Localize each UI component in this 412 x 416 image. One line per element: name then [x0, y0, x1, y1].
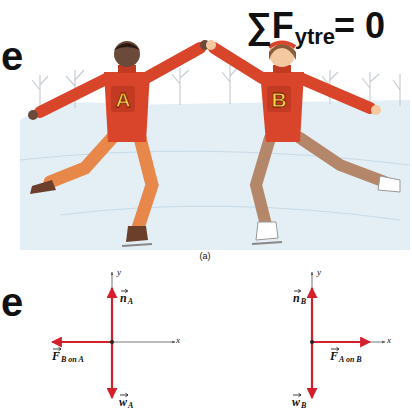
trees	[172, 68, 189, 105]
trees	[393, 74, 400, 106]
skater-b	[256, 222, 278, 240]
free-body-diagram-a	[111, 288, 113, 342]
skater-b	[300, 138, 385, 182]
free-body-diagram-a	[111, 342, 113, 398]
vector-subscript: B	[301, 298, 306, 306]
vector-subscript: A	[128, 402, 133, 410]
vector-label: w	[119, 396, 127, 408]
skater-a	[146, 48, 200, 78]
axis-label: x	[387, 336, 391, 345]
free-body-diagram-a	[112, 272, 113, 342]
skater-b	[256, 138, 270, 225]
skater-a	[122, 244, 152, 246]
equation: = 0	[334, 8, 385, 44]
vector-subscript: A	[128, 298, 133, 306]
cropped-letter: e	[1, 282, 23, 322]
skater-b	[206, 40, 400, 244]
trees	[222, 65, 239, 104]
free-body-diagram-b	[310, 340, 314, 344]
vector-subscript: B on A	[61, 356, 84, 364]
skater-b	[252, 242, 282, 244]
free-body-diagram-b	[312, 341, 370, 343]
skater-b	[206, 40, 216, 50]
vector-subscript: B	[301, 402, 306, 410]
axis-label: y	[317, 268, 321, 277]
vector-label: F	[52, 350, 60, 362]
skater-a	[138, 138, 152, 228]
vector-subscript: A on B	[339, 356, 362, 364]
ice-scene	[20, 100, 410, 250]
skater-a	[30, 180, 56, 194]
skater-a	[50, 138, 112, 182]
free-body-diagram-b	[312, 342, 385, 343]
figure-label: (a)	[200, 252, 211, 261]
skater-a	[114, 41, 140, 67]
equation: ∑F	[246, 8, 294, 44]
sweater-letter: B	[271, 89, 286, 110]
vector-label: n	[120, 292, 127, 304]
letter-patches	[267, 86, 291, 112]
cropped-letter: e	[1, 36, 23, 76]
free-body-diagram-b	[311, 342, 313, 398]
free-body-diagram-a	[52, 341, 112, 343]
vector-label: n	[293, 292, 300, 304]
skater-a	[126, 226, 148, 242]
skater-b	[214, 48, 262, 78]
free-body-diagram-a	[112, 342, 175, 343]
letter-patches	[111, 86, 135, 112]
skater-b	[269, 41, 295, 67]
skater-a	[104, 72, 150, 142]
skater-a	[28, 110, 38, 120]
skater-a	[114, 43, 140, 50]
letter-patches	[111, 86, 291, 112]
equation-subscript: ytre	[295, 26, 335, 48]
skater-b	[300, 78, 370, 108]
skater-b	[260, 72, 304, 142]
ice-scene	[20, 65, 410, 250]
skater-b	[371, 105, 381, 115]
free-body-diagram-a	[110, 340, 114, 344]
free-body-diagram-b	[311, 288, 313, 342]
ice-scene	[20, 151, 410, 165]
skater-a	[40, 78, 108, 112]
skater-a	[28, 40, 210, 246]
free-body-diagram-b	[312, 272, 313, 342]
free-body-diagram-b	[310, 272, 385, 398]
axis-label: x	[176, 336, 180, 345]
vector-label: w	[292, 396, 300, 408]
skater-b	[378, 176, 400, 192]
vector-label: F	[330, 350, 338, 362]
free-body-diagram-a	[52, 272, 175, 398]
ice-scene	[60, 206, 400, 220]
axis-label: y	[117, 268, 121, 277]
sweater-letter: A	[115, 89, 130, 110]
